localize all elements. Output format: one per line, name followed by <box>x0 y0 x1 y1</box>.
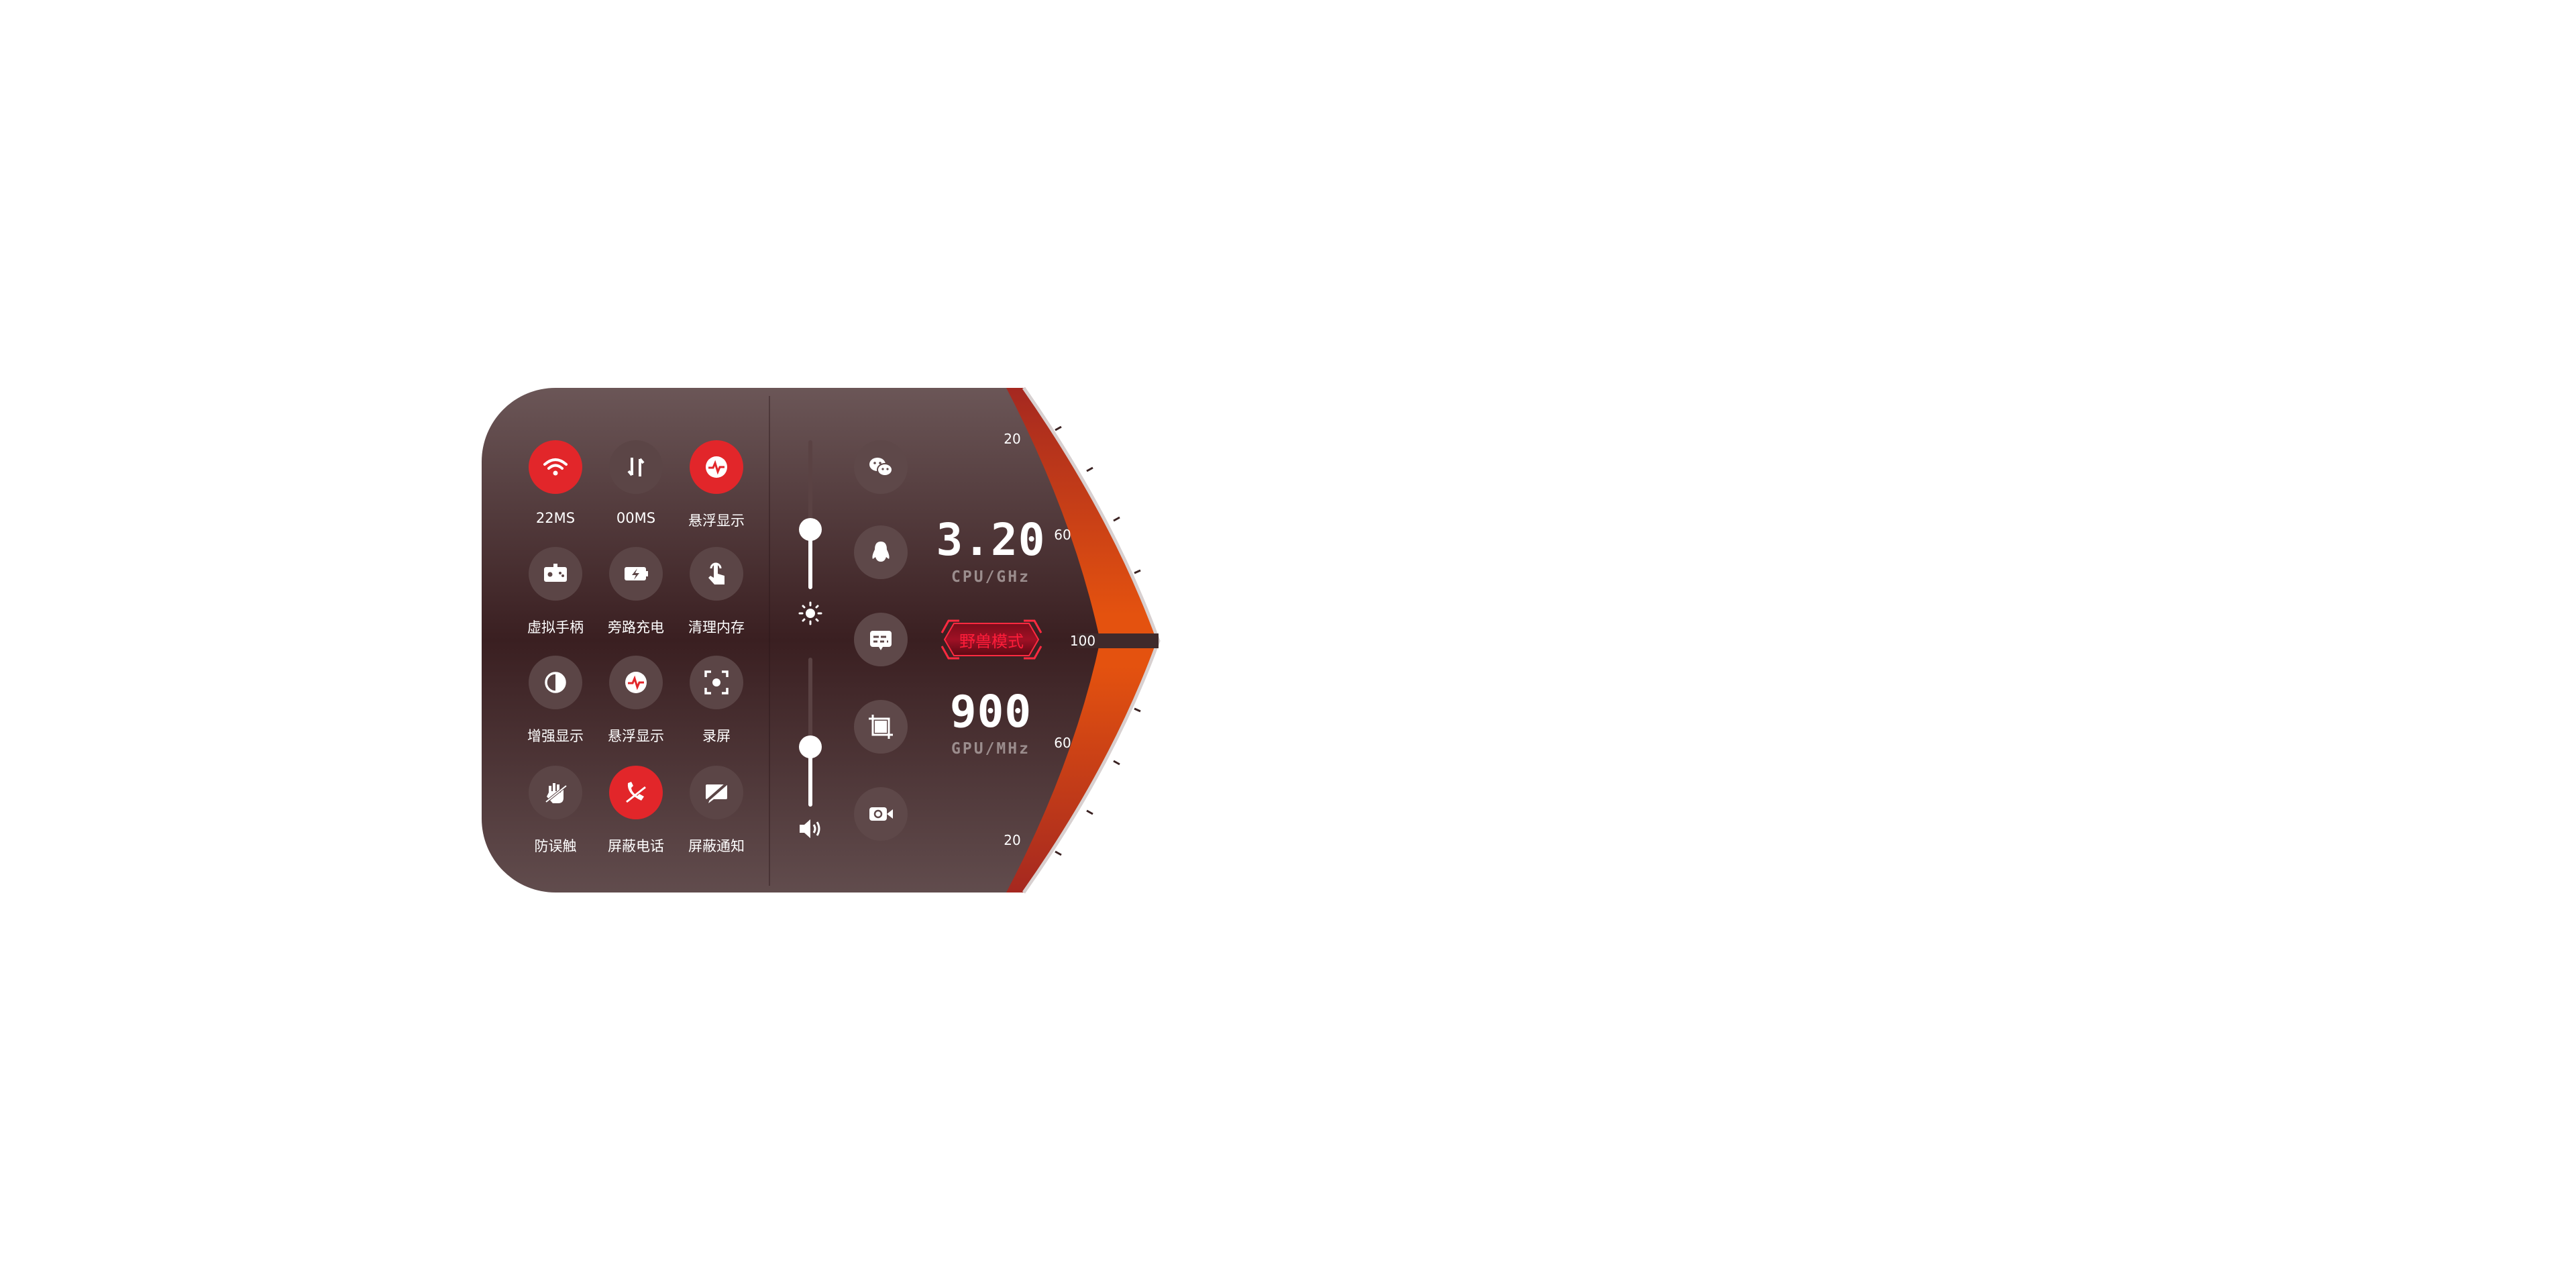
pulse-icon <box>706 456 727 478</box>
app-shortcut-camera[interactable] <box>854 787 908 841</box>
quick-tile-wifi[interactable]: 22MS <box>515 440 596 526</box>
quick-tile-label: 屏蔽通知 <box>688 838 745 854</box>
quick-tile-button[interactable] <box>529 656 582 709</box>
contrast-icon <box>545 672 566 693</box>
camera-icon <box>869 807 893 821</box>
touch-block-icon <box>545 783 568 803</box>
phone-block-icon <box>626 782 646 803</box>
app-shortcut-qq[interactable] <box>854 525 908 579</box>
quick-tile-button[interactable] <box>529 547 582 601</box>
gauge-scale-label: 100 <box>1069 633 1096 649</box>
brightness-slider-handle[interactable] <box>799 518 822 542</box>
volume-icon <box>800 819 820 838</box>
wechat-icon <box>869 458 893 476</box>
message-icon <box>870 631 892 650</box>
quick-tile-button[interactable] <box>690 656 743 709</box>
quick-tile-label: 防误触 <box>534 838 577 854</box>
quick-tile-gamepad[interactable]: 虚拟手柄 <box>515 547 596 637</box>
battery-charge-icon <box>625 567 648 580</box>
brightness-slider-fill <box>808 529 812 589</box>
quick-tile-button[interactable] <box>609 656 663 709</box>
quick-tile-label: 旁路充电 <box>608 619 664 635</box>
cpu-unit-label: CPU/GHz <box>951 568 1030 586</box>
gauge-scale-label: 20 <box>1004 832 1021 848</box>
quick-tile-label: 清理内存 <box>688 619 745 635</box>
quick-tile-battery-charge[interactable]: 旁路充电 <box>596 547 676 637</box>
quick-tile-phone-block[interactable]: 屏蔽电话 <box>596 766 676 856</box>
quick-tile-contrast[interactable]: 增强显示 <box>515 656 596 746</box>
badge-frame-icon <box>941 619 1042 660</box>
volume-slider-fill <box>808 747 812 807</box>
gamepad-icon <box>544 564 567 582</box>
wifi-icon <box>543 458 568 476</box>
app-shortcut-crop[interactable] <box>854 700 908 754</box>
quick-tile-label: 录屏 <box>702 728 731 744</box>
quick-tile-label: 虚拟手柄 <box>527 619 584 635</box>
gauge-scale-label: 60 <box>1054 735 1071 751</box>
quick-tile-button[interactable] <box>529 766 582 819</box>
quick-tile-notification-block[interactable]: 屏蔽通知 <box>676 766 757 856</box>
pulse-icon <box>625 672 647 693</box>
beast-mode-label: 野兽模式 <box>959 631 1024 651</box>
quick-tile-button[interactable] <box>690 440 743 494</box>
qq-icon <box>872 542 890 562</box>
brightness-icon <box>798 601 822 625</box>
tap-hand-icon <box>708 562 724 584</box>
volume-slider-handle[interactable] <box>799 735 822 759</box>
quick-tile-label: 悬浮显示 <box>688 513 745 529</box>
quick-tile-button[interactable] <box>690 547 743 601</box>
quick-tile-button[interactable] <box>609 766 663 819</box>
quick-tile-button[interactable] <box>609 547 663 601</box>
volume-slider[interactable] <box>808 658 812 807</box>
quick-tile-pulse[interactable]: 悬浮显示 <box>596 656 676 746</box>
quick-tile-label: 增强显示 <box>527 728 584 744</box>
quick-tile-label: 00MS <box>616 510 656 526</box>
quick-tile-button[interactable] <box>609 440 663 494</box>
app-shortcut-message[interactable] <box>854 613 908 666</box>
gauge-ticks <box>1055 425 1141 856</box>
gpu-frequency-value: 900 <box>949 686 1032 737</box>
quick-tile-tap-hand[interactable]: 清理内存 <box>676 547 757 637</box>
crop-icon <box>869 715 893 739</box>
cpu-frequency-value: 3.20 <box>936 514 1046 566</box>
beast-mode-button[interactable]: 野兽模式 <box>939 618 1044 661</box>
gpu-unit-label: GPU/MHz <box>951 740 1030 758</box>
gauge-scale-label: 60 <box>1054 527 1071 543</box>
quick-tile-button[interactable] <box>690 766 743 819</box>
brightness-slider[interactable] <box>808 440 812 589</box>
quick-tile-label: 屏蔽电话 <box>608 838 664 854</box>
quick-tile-label: 悬浮显示 <box>608 728 664 744</box>
screen-record-icon <box>704 670 729 695</box>
data-transfer-icon <box>627 458 645 476</box>
quick-tile-label: 22MS <box>535 510 576 526</box>
app-shortcut-wechat[interactable] <box>854 440 908 494</box>
quick-tile-pulse[interactable]: 悬浮显示 <box>676 440 757 530</box>
gauge-level-marker <box>1077 633 1159 648</box>
quick-tile-touch-block[interactable]: 防误触 <box>515 766 596 856</box>
quick-tile-button[interactable] <box>529 440 582 494</box>
quick-tile-screen-record[interactable]: 录屏 <box>676 656 757 746</box>
notification-block-icon <box>704 782 729 803</box>
gauge-scale-label: 20 <box>1004 431 1021 447</box>
quick-tile-data-transfer[interactable]: 00MS <box>596 440 676 526</box>
